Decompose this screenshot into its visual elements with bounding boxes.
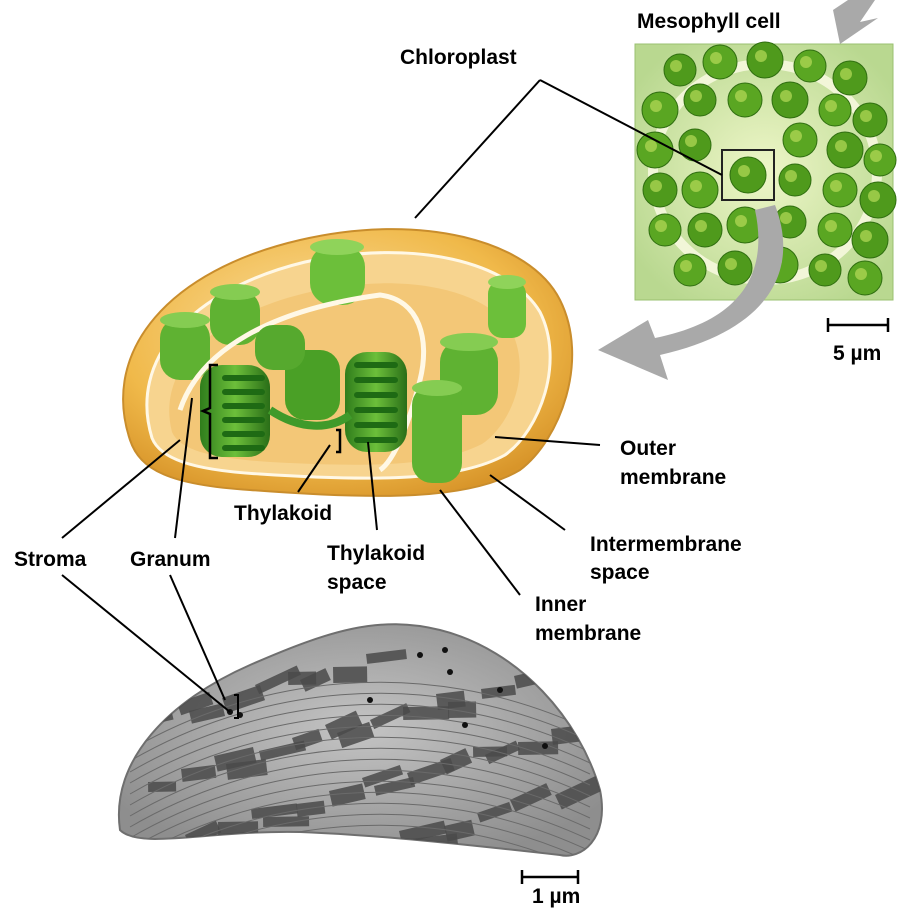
label-thylakoid-space-1: Thylakoid [327,542,425,566]
chloroplast-illustration [123,229,572,496]
granum-front-2 [345,352,407,452]
scale-bar-1um [522,870,578,884]
label-intermembrane-2: space [590,561,650,585]
label-stroma: Stroma [14,548,86,572]
label-scale-5um: 5 µm [833,342,881,366]
label-granum: Granum [130,548,211,572]
label-outer-membrane-2: membrane [620,466,726,490]
label-thylakoid-space-2: space [327,571,387,595]
label-inner-membrane-1: Inner [535,593,586,617]
label-thylakoid: Thylakoid [234,502,332,526]
label-mesophyll-cell: Mesophyll cell [637,10,781,34]
label-scale-1um: 1 µm [532,885,580,909]
granum-front-3 [412,380,462,483]
zoom-arrow-top [833,0,878,44]
label-chloroplast: Chloroplast [400,46,517,70]
scale-bar-5um [828,318,888,332]
label-outer-membrane-1: Outer [620,437,676,461]
label-intermembrane-1: Intermembrane [590,533,742,557]
electron-micrograph [119,624,604,893]
label-inner-membrane-2: membrane [535,622,641,646]
